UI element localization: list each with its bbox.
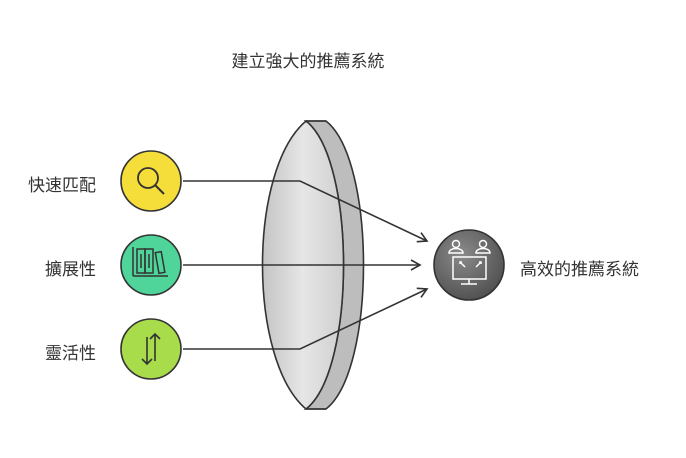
magnifier-icon bbox=[137, 167, 165, 195]
diagram-title: 建立強大的推薦系統 bbox=[231, 52, 385, 72]
input-node-flexibility bbox=[120, 318, 182, 380]
users-network-icon bbox=[448, 239, 491, 285]
input-label-fast-match: 快速匹配 bbox=[28, 176, 96, 196]
connector-fast-match bbox=[183, 180, 429, 243]
connectors bbox=[183, 180, 429, 350]
connector-flexibility bbox=[183, 287, 429, 350]
input-node-scalability bbox=[120, 234, 182, 296]
input-label-flexibility: 靈活性 bbox=[45, 344, 96, 364]
input-label-scalability: 擴展性 bbox=[45, 260, 96, 280]
output-node bbox=[433, 229, 505, 301]
books-icon bbox=[132, 247, 168, 277]
output-label: 高效的推薦系統 bbox=[520, 260, 639, 280]
up-down-arrow-icon bbox=[141, 332, 161, 366]
input-node-fast-match bbox=[120, 150, 182, 212]
